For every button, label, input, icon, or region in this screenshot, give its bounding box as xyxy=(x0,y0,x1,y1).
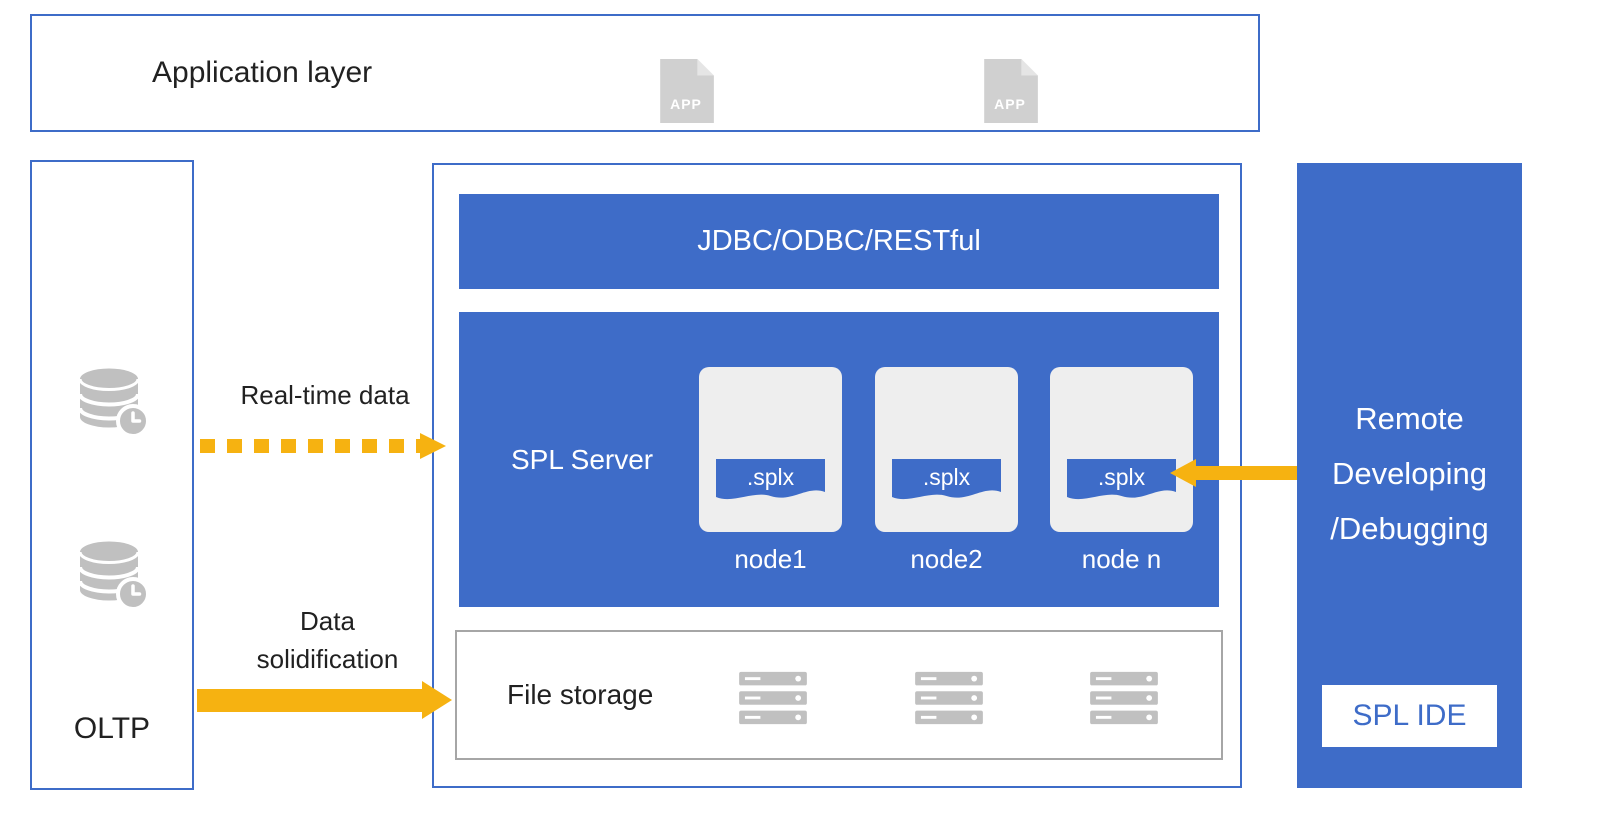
database-icon xyxy=(76,537,152,613)
application-layer-label: Application layer xyxy=(152,56,373,89)
real-time-data-label: Real-time data xyxy=(240,380,410,410)
splx-file-label: .splx xyxy=(922,464,971,490)
document-icon xyxy=(660,59,714,123)
real-time-arrow xyxy=(200,433,446,459)
node-card: .splx xyxy=(699,367,842,532)
spl-server-box: SPL Server .splx .splx xyxy=(459,312,1219,607)
data-solidification-label: Data solidification xyxy=(256,606,399,674)
document-icon xyxy=(984,59,1038,123)
middleware-box: JDBC/ODBC/RESTful SPL Server .splx .splx xyxy=(432,163,1242,788)
splx-file-icon: .splx xyxy=(1067,459,1176,507)
server-icon xyxy=(736,668,810,728)
node-card: .splx xyxy=(875,367,1018,532)
app-file-icon-label: APP xyxy=(994,96,1026,112)
app-file-icon: APP xyxy=(978,56,1042,126)
app-file-icon: APP xyxy=(654,56,718,126)
oltp-box: OLTP xyxy=(30,160,194,790)
arrow-head-right xyxy=(420,433,446,459)
spl-ide-badge: SPL IDE xyxy=(1322,685,1497,747)
spl-server-label: SPL Server xyxy=(511,443,654,475)
remote-deploy-arrow xyxy=(1170,459,1297,487)
app-file-icon-label: APP xyxy=(670,96,702,112)
arrow-shaft xyxy=(1196,466,1297,480)
node-card: .splx xyxy=(1050,367,1193,532)
arrow-shaft xyxy=(197,688,422,712)
splx-file-icon: .splx xyxy=(716,459,825,507)
splx-file-label: .splx xyxy=(1097,464,1146,490)
remote-dev-panel: Remote Developing /Debugging SPL IDE xyxy=(1297,163,1522,788)
splx-file-icon: .splx xyxy=(892,459,1001,507)
database-icon xyxy=(76,364,152,440)
arrow-head-right xyxy=(422,681,452,719)
arrow-head-left xyxy=(1170,459,1196,487)
node-label: node1 xyxy=(734,544,807,574)
splx-file-label: .splx xyxy=(746,464,795,490)
file-storage-box: File storage xyxy=(455,630,1223,760)
api-protocol-bar: JDBC/ODBC/RESTful xyxy=(459,194,1219,289)
file-storage-label: File storage xyxy=(507,679,654,710)
node-label: node2 xyxy=(910,544,983,574)
oltp-label: OLTP xyxy=(73,712,151,745)
dashed-arrow-shaft xyxy=(200,439,420,453)
remote-dev-label: Remote Developing /Debugging xyxy=(1330,401,1489,546)
server-icon xyxy=(912,668,986,728)
application-layer-box: Application layer APP APP xyxy=(30,14,1260,132)
server-icon xyxy=(1087,668,1161,728)
data-solidification-arrow xyxy=(197,681,452,719)
node-label: node n xyxy=(1081,544,1162,574)
